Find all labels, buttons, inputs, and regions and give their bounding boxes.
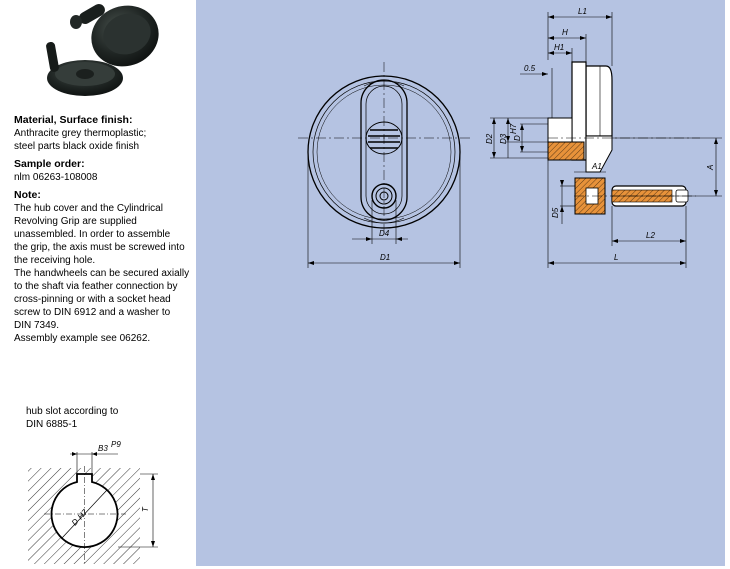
technical-drawing-panel: D1 D4 [196, 0, 725, 566]
bore-d-label: D [513, 135, 522, 141]
d2-label: D2 [485, 133, 494, 144]
keyway-width-label: B3 [98, 444, 108, 453]
sample-order-value: nlm 06263-108008 [14, 172, 98, 183]
front-view [298, 62, 470, 268]
note-heading: Note: [14, 189, 41, 201]
note-line: Assembly example see 06262. [14, 333, 151, 344]
material-line: Anthracite grey thermoplastic; [14, 128, 147, 139]
l1-label: L1 [578, 7, 587, 16]
l-label: L [614, 253, 618, 262]
grip-boss-diameter-label: D4 [379, 229, 390, 238]
outer-diameter-label: D1 [380, 253, 390, 262]
a-label: A [706, 165, 715, 171]
note-line: DIN 7349. [14, 320, 60, 331]
info-panel: Material, Surface finish: Anthracite gre… [0, 0, 196, 569]
hub-slot-drawing: D H7 B3 P9 T [28, 440, 158, 564]
d5-label: D5 [551, 207, 560, 218]
note-line: The hub cover and the Cylindrical [14, 203, 163, 214]
a1-label: A1 [591, 162, 602, 171]
d3-label: D3 [499, 133, 508, 144]
bore-h7-label: H7 [509, 123, 518, 134]
hub-slot-section: hub slot according to DIN 6885-1 D H7 [0, 400, 196, 569]
sample-order-heading: Sample order: [14, 158, 85, 170]
note-line: Revolving Grip are supplied [14, 216, 137, 227]
note-line: the grip, the axis must be screwed into [14, 242, 185, 253]
keyway-tolerance-label: P9 [111, 440, 121, 449]
h-label: H [562, 28, 568, 37]
specification-text: Material, Surface finish: Anthracite gre… [14, 112, 194, 345]
material-heading: Material, Surface finish: [14, 114, 133, 126]
bore-diameter-label: D [70, 517, 81, 528]
note-line: the receiving hole. [14, 255, 96, 266]
offset-label: 0.5 [524, 64, 536, 73]
l2-label: L2 [646, 231, 655, 240]
material-line: steel parts black oxide finish [14, 141, 140, 152]
note-line: screw to DIN 6912 and a washer to [14, 307, 171, 318]
note-line: The handwheels can be secured axially [14, 268, 190, 279]
note-line: cross-pinning or with a socket head [14, 294, 171, 305]
note-line: unassembled. In order to assemble [14, 229, 171, 240]
black-handwheel-photo [46, 4, 159, 96]
caption-line: DIN 6885-1 [26, 419, 78, 430]
technical-drawing: D1 D4 [298, 7, 722, 268]
hub-slot-caption: hub slot according to DIN 6885-1 [26, 405, 156, 431]
keyway-depth-label: T [141, 506, 150, 512]
h1-label: H1 [554, 43, 564, 52]
note-line: to the shaft via feather connection by [14, 281, 178, 292]
side-view [490, 12, 722, 268]
caption-line: hub slot according to [26, 406, 119, 417]
